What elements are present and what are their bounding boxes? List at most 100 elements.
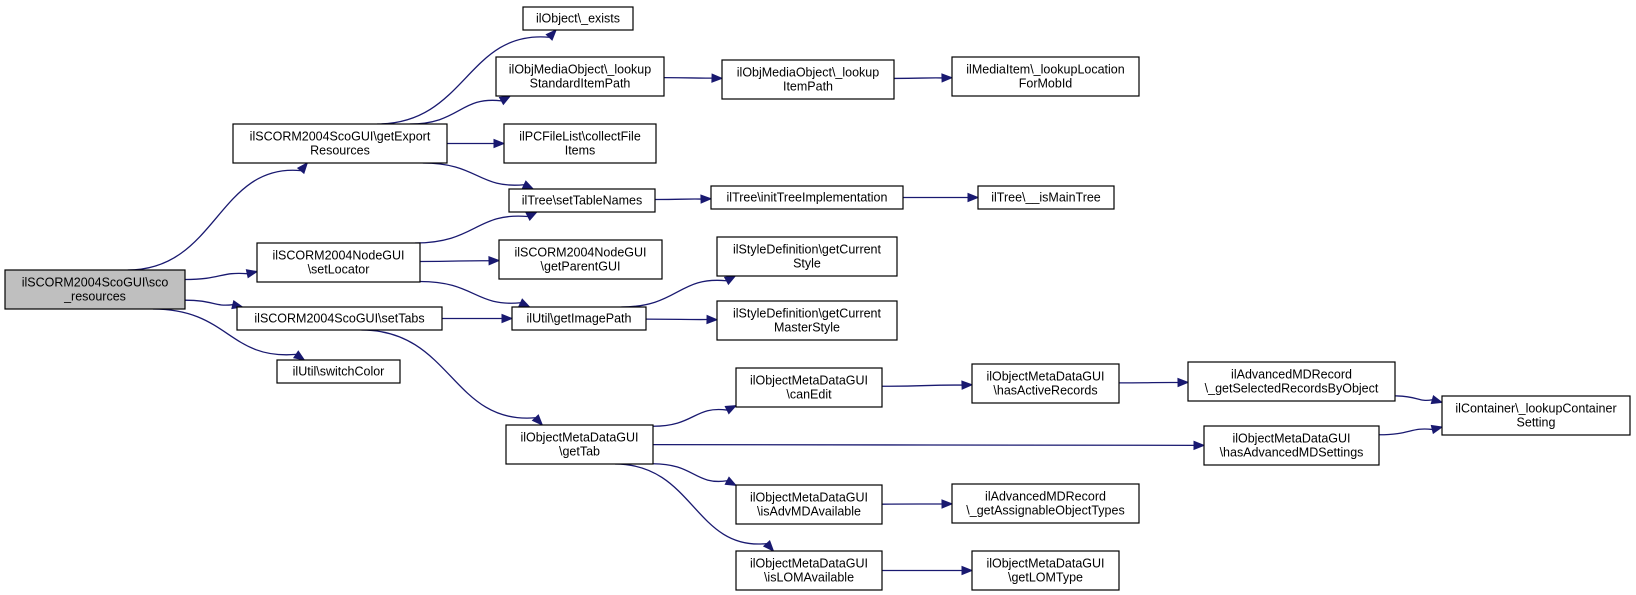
- arrowhead-icon: [961, 565, 974, 576]
- edge-nodeSetLocator-to-setTableNames: [415, 211, 539, 244]
- arrowhead-icon: [711, 73, 724, 83]
- arrowhead-icon: [525, 211, 539, 221]
- node-label-line: ilObjectMetaDataGUI: [986, 557, 1104, 571]
- node-hasAdvancedMDSettings[interactable]: ilObjectMetaDataGUI\hasAdvancedMDSetting…: [1203, 425, 1380, 466]
- node-root[interactable]: ilSCORM2004ScoGUI\sco_resources: [4, 269, 186, 310]
- node-getTab[interactable]: ilObjectMetaDataGUI\getTab: [505, 424, 654, 465]
- node-objExists[interactable]: ilObject\_exists: [522, 6, 634, 31]
- arrowhead-icon: [488, 256, 501, 266]
- node-switchColor[interactable]: ilUtil\switchColor: [276, 359, 401, 384]
- node-setTableNames[interactable]: ilTree\setTableNames: [508, 188, 656, 213]
- node-label-line: \isLOMAvailable: [764, 571, 854, 585]
- arrowhead-icon: [531, 414, 544, 426]
- node-label-line: \hasActiveRecords: [993, 384, 1097, 398]
- edge-getTab-to-canEdit: [652, 405, 738, 427]
- node-isAdvMDAvailable[interactable]: ilObjectMetaDataGUI\isAdvMDAvailable: [735, 484, 883, 525]
- edge-line: [127, 169, 301, 271]
- arrowhead-icon: [498, 95, 512, 106]
- node-label-line: ilSCORM2004NodeGUI: [273, 249, 405, 263]
- node-label-line: ilStyleDefinition\getCurrent: [733, 307, 882, 321]
- arrowhead-icon: [723, 275, 737, 286]
- node-box: [710, 185, 904, 210]
- edge-line: [1394, 395, 1433, 402]
- edge-lookupStdItemPath-to-lookupItemPath: [663, 73, 724, 83]
- node-box: [721, 59, 895, 100]
- edge-line: [422, 162, 525, 186]
- edge-line: [663, 76, 713, 79]
- node-canEdit[interactable]: ilObjectMetaDataGUI\canEdit: [735, 367, 883, 408]
- edge-setTabs-to-getTab: [361, 329, 544, 426]
- arrowhead-icon: [545, 29, 558, 41]
- node-label-line: ilSCORM2004NodeGUI: [515, 246, 647, 260]
- edge-getImagePath-to-getCurrentStyle: [621, 275, 737, 308]
- edge-line: [419, 260, 490, 263]
- node-box: [1187, 361, 1396, 402]
- edge-line: [881, 384, 963, 387]
- node-label-line: \isAdvMDAvailable: [757, 505, 861, 519]
- node-box: [236, 306, 443, 331]
- node-label-line: ilSCORM2004ScoGUI\sco: [22, 276, 169, 290]
- edge-nodeSetLocator-to-getImagePath: [419, 280, 531, 308]
- edge-getTab-to-isAdvMDAvailable: [652, 463, 738, 487]
- edge-line: [361, 329, 536, 419]
- node-label-line: ilObjectMetaDataGUI: [750, 557, 868, 571]
- node-hasActiveRecords[interactable]: ilObjectMetaDataGUI\hasActiveRecords: [971, 363, 1120, 404]
- node-box: [735, 484, 883, 525]
- node-label-line: Style: [793, 257, 821, 271]
- node-label-line: _resources: [63, 290, 126, 304]
- node-nodeSetLocator[interactable]: ilSCORM2004NodeGUI\setLocator: [256, 242, 421, 283]
- edge-line: [184, 272, 248, 281]
- node-box: [276, 359, 401, 384]
- node-label-line: ilSCORM2004ScoGUI\getExport: [250, 130, 431, 144]
- arrowhead-icon: [762, 540, 775, 552]
- arrowhead-icon: [941, 73, 954, 83]
- edge-lookupItemPath-to-lookupLocation: [893, 73, 954, 83]
- edge-getImagePath-to-getCurrentMasterStyle: [645, 314, 719, 325]
- arrowhead-icon: [296, 161, 309, 175]
- node-label-line: \canEdit: [786, 388, 832, 402]
- arrowhead-icon: [521, 180, 535, 190]
- edge-line: [415, 215, 528, 244]
- node-label-line: Items: [565, 144, 596, 158]
- node-box: [951, 56, 1140, 97]
- edges-layer: [127, 29, 1444, 576]
- arrowhead-icon: [706, 314, 719, 325]
- node-getImagePath[interactable]: ilUtil\getImagePath: [511, 306, 647, 331]
- node-setTabs[interactable]: ilSCORM2004ScoGUI\setTabs: [236, 306, 443, 331]
- edge-root-to-getExportResources: [127, 161, 309, 271]
- node-label-line: ilAdvancedMDRecord: [1231, 368, 1352, 382]
- node-label-line: Resources: [310, 144, 370, 158]
- node-isMainTree[interactable]: ilTree\__isMainTree: [977, 185, 1115, 210]
- node-box: [4, 269, 186, 310]
- node-isLOMAvailable[interactable]: ilObjectMetaDataGUI\isLOMAvailable: [735, 550, 883, 591]
- node-getParentGUI[interactable]: ilSCORM2004NodeGUI\getParentGUI: [498, 239, 663, 280]
- node-label-line: \hasAdvancedMDSettings: [1220, 446, 1364, 460]
- arrowhead-icon: [501, 313, 514, 324]
- node-label-line: ilObjMediaObject\_lookup: [737, 66, 879, 80]
- node-box: [735, 367, 883, 408]
- node-initTreeImpl[interactable]: ilTree\initTreeImplementation: [710, 185, 904, 210]
- node-label-line: ilAdvancedMDRecord: [985, 490, 1106, 504]
- node-label-line: ItemPath: [783, 80, 833, 94]
- arrowhead-icon: [724, 476, 738, 487]
- edge-isLOMAvailable-to-getLOMType: [881, 565, 974, 576]
- node-getLOMType[interactable]: ilObjectMetaDataGUI\getLOMType: [971, 550, 1120, 591]
- edge-line: [621, 279, 727, 308]
- node-getAssignableObjectTypes[interactable]: ilAdvancedMDRecord\_getAssignableObjectT…: [951, 483, 1140, 524]
- edge-line: [184, 299, 233, 306]
- node-label-line: ilObjectMetaDataGUI: [750, 491, 868, 505]
- node-label-line: \getTab: [559, 445, 600, 459]
- node-label-line: ilUtil\switchColor: [293, 365, 385, 379]
- node-label-line: ilUtil\getImagePath: [527, 312, 632, 326]
- node-getSelectedRecordsByObject[interactable]: ilAdvancedMDRecord\_getSelectedRecordsBy…: [1187, 361, 1396, 402]
- edge-line: [419, 280, 521, 304]
